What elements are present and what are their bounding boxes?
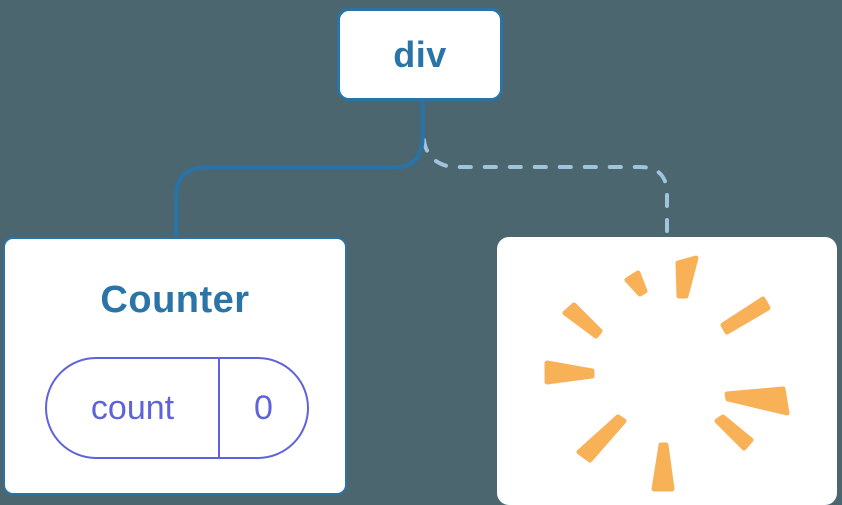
- counter-title: Counter: [100, 279, 250, 321]
- state-key-label: count: [47, 359, 220, 457]
- dashed-connector-removed-child: [422, 138, 669, 238]
- state-value: 0: [254, 388, 273, 427]
- root-node-label: div: [393, 33, 447, 75]
- counter-component-card: Counter count 0: [3, 237, 347, 495]
- solid-connector-counter-child: [174, 100, 425, 236]
- root-node: div: [337, 8, 503, 101]
- removed-component-card: [497, 237, 837, 505]
- state-pill: count 0: [45, 357, 309, 459]
- poof-burst-icon: [544, 255, 790, 492]
